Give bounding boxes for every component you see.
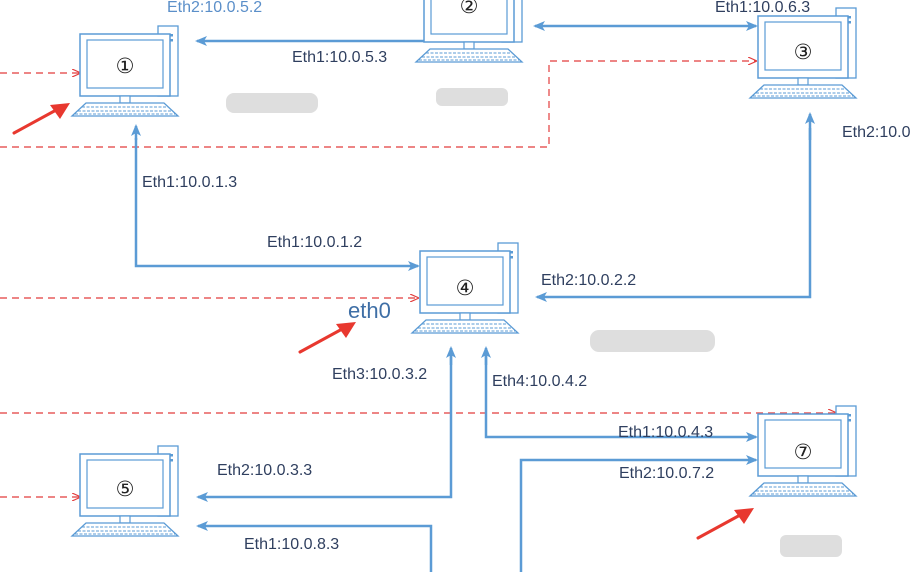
node-number: ⑤ [116, 477, 135, 501]
node-number: ④ [456, 276, 475, 300]
label-n3-eth2: Eth2:10.0 [842, 124, 911, 141]
blur-patch [436, 88, 508, 106]
label-eth0: eth0 [348, 298, 391, 323]
label-n4-eth1: Eth1:10.0.1.2 [267, 234, 362, 251]
computer-icon: ② [415, 0, 523, 63]
label-n4-eth4: Eth4:10.0.4.2 [492, 373, 587, 390]
computer-icon: ③ [749, 7, 857, 99]
red-arrow-icon [696, 506, 756, 540]
label-n7-eth1: Eth1:10.0.4.3 [618, 424, 713, 441]
links [131, 21, 815, 572]
computer-icon: ⑦ [749, 405, 857, 497]
red-arrow-icon [298, 320, 358, 354]
label-n7-eth2: Eth2:10.0.7.2 [619, 465, 714, 482]
dashed-links [0, 61, 836, 497]
computer-icon: ① [71, 25, 179, 117]
computer-icon: ⑤ [71, 445, 179, 537]
label-n3-eth1: Eth1:10.0.6.3 [715, 0, 810, 16]
computer-icon: ④ [411, 242, 519, 334]
label-n1-eth1: Eth1:10.0.1.3 [142, 174, 237, 191]
dashed-link-n3 [0, 61, 756, 148]
label-n4-eth3: Eth3:10.0.3.2 [332, 366, 427, 383]
label-n5-eth1: Eth1:10.0.8.3 [244, 536, 339, 553]
label-n2-eth1: Eth1:10.0.5.3 [292, 49, 387, 66]
node-number: ⑦ [794, 440, 813, 464]
link-n1-n4 [134, 138, 420, 271]
node-number: ③ [794, 40, 813, 64]
node-number: ② [460, 0, 479, 18]
node-number: ① [116, 54, 135, 78]
blur-patch [226, 93, 318, 113]
label-n5-eth2: Eth2:10.0.3.3 [217, 462, 312, 479]
label-n4-eth2: Eth2:10.0.2.2 [541, 272, 636, 289]
link-n3-n4 [535, 128, 812, 302]
blurred-regions [226, 88, 842, 557]
blur-patch [590, 330, 715, 352]
red-arrow-icon [12, 101, 72, 135]
link-n4-n5 [196, 352, 453, 502]
link-n4-n7 [484, 352, 758, 442]
link-n5-eth1 [196, 521, 433, 572]
label-n1-eth2: Eth2:10.0.5.2 [167, 0, 262, 16]
link-n7-eth2 [519, 455, 758, 572]
blur-patch [780, 535, 842, 557]
